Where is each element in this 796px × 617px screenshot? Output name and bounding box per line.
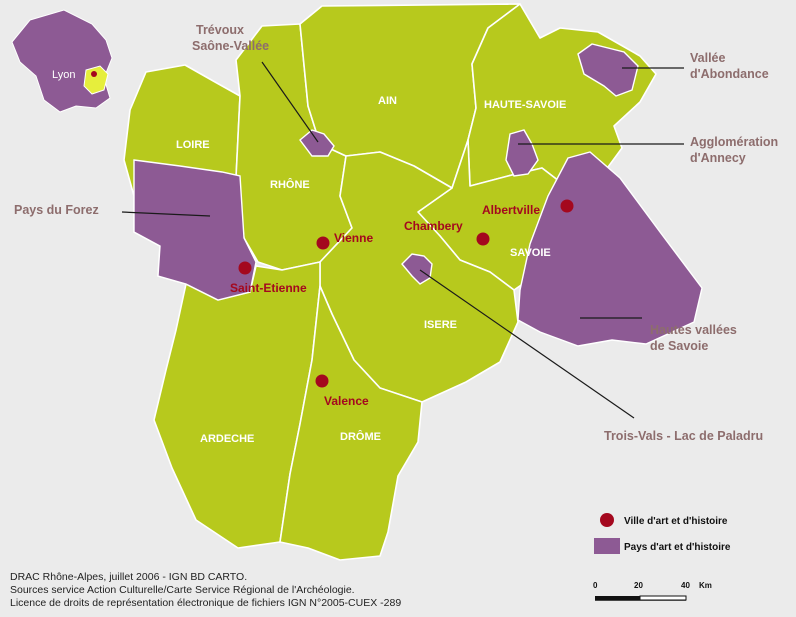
pays-label-abondance: Vallée d'Abondance <box>690 51 769 81</box>
legend-pays-swatch <box>594 538 620 554</box>
ville-albertville-label: Albertville <box>482 203 540 217</box>
france-outline <box>11 9 113 113</box>
ville-vienne-marker <box>316 236 330 250</box>
pays-label-trois-vals: Trois-Vals - Lac de Paladru <box>604 429 763 443</box>
credit-line-1: DRAC Rhône-Alpes, juillet 2006 - IGN BD … <box>10 571 248 583</box>
credit-line-2: Sources service Action Culturelle/Carte … <box>10 584 355 596</box>
legend-pays-label: Pays d'art et d'histoire <box>624 542 731 553</box>
dept-label-drome: DRÔME <box>340 430 381 443</box>
leader-trevoux <box>261 61 319 143</box>
credits-block: DRAC Rhône-Alpes, juillet 2006 - IGN BD … <box>10 571 401 610</box>
leader-trois-vals <box>419 269 635 419</box>
lyon-marker <box>91 71 97 77</box>
leader-lines <box>121 61 684 419</box>
legend-ville-label: Ville d'art et d'histoire <box>624 516 728 527</box>
ville-valence-label: Valence <box>324 394 369 408</box>
ville-chambery-marker <box>476 232 490 246</box>
inset-lyon-label: Lyon <box>52 69 75 81</box>
departement-haute-savoie <box>467 3 657 189</box>
pays-trevoux-area <box>299 129 335 157</box>
pays-annecy-area <box>505 129 539 177</box>
dept-label-savoie: SAVOIE <box>510 247 551 259</box>
legend-ville-marker <box>600 513 614 527</box>
france-inset: Lyon <box>11 9 113 113</box>
ville-vienne-label: Vienne <box>334 231 373 245</box>
departement-drome <box>279 285 423 561</box>
dept-label-isere: ISERE <box>424 319 457 331</box>
scale-unit: Km <box>699 581 712 590</box>
pays-label-annecy: Agglomération d'Annecy <box>690 135 782 165</box>
ville-chambery-label: Chambery <box>404 219 463 233</box>
pays-abondance-area <box>577 43 639 97</box>
dept-label-haute-savoie: HAUTE-SAVOIE <box>484 99 566 111</box>
ville-saint-etienne-label: Saint-Etienne <box>230 281 307 295</box>
ville-valence-marker <box>315 374 329 388</box>
pays-forez-area <box>133 159 257 301</box>
pays-label-hautes-vallees: Hautes vallées de Savoie <box>650 323 740 353</box>
pays-label-trevoux: Trévoux Saône-Vallée <box>192 23 269 53</box>
departement-labels: AIN HAUTE-SAVOIE LOIRE RHÔNE SAVOIE ISER… <box>176 95 566 445</box>
scale-tick-0: 0 <box>593 581 598 590</box>
villes: Albertville Chambery Vienne Saint-Etienn… <box>230 199 574 408</box>
legend: Ville d'art et d'histoire Pays d'art et … <box>594 513 731 554</box>
ville-saint-etienne-marker <box>238 261 252 275</box>
pays-trois-vals-area <box>401 253 433 285</box>
dept-label-ardeche: ARDECHE <box>200 433 254 445</box>
pays-labels: Trévoux Saône-Vallée Vallée d'Abondance … <box>14 23 782 443</box>
pays-label-forez: Pays du Forez <box>14 203 99 217</box>
scale-tick-40: 40 <box>681 581 690 590</box>
scale-segment-2 <box>639 595 687 601</box>
scale-segment-1 <box>595 596 640 600</box>
scale-tick-20: 20 <box>634 581 643 590</box>
dept-label-rhone: RHÔNE <box>270 178 310 191</box>
dept-label-ain: AIN <box>378 95 397 107</box>
leader-forez <box>121 211 211 217</box>
scale-bar: 0 20 40 Km <box>593 581 712 601</box>
credit-line-3: Licence de droits de représentation élec… <box>10 597 402 609</box>
ville-albertville-marker <box>560 199 574 213</box>
rhone-alpes-inset <box>83 65 109 95</box>
dept-label-loire: LOIRE <box>176 139 210 151</box>
